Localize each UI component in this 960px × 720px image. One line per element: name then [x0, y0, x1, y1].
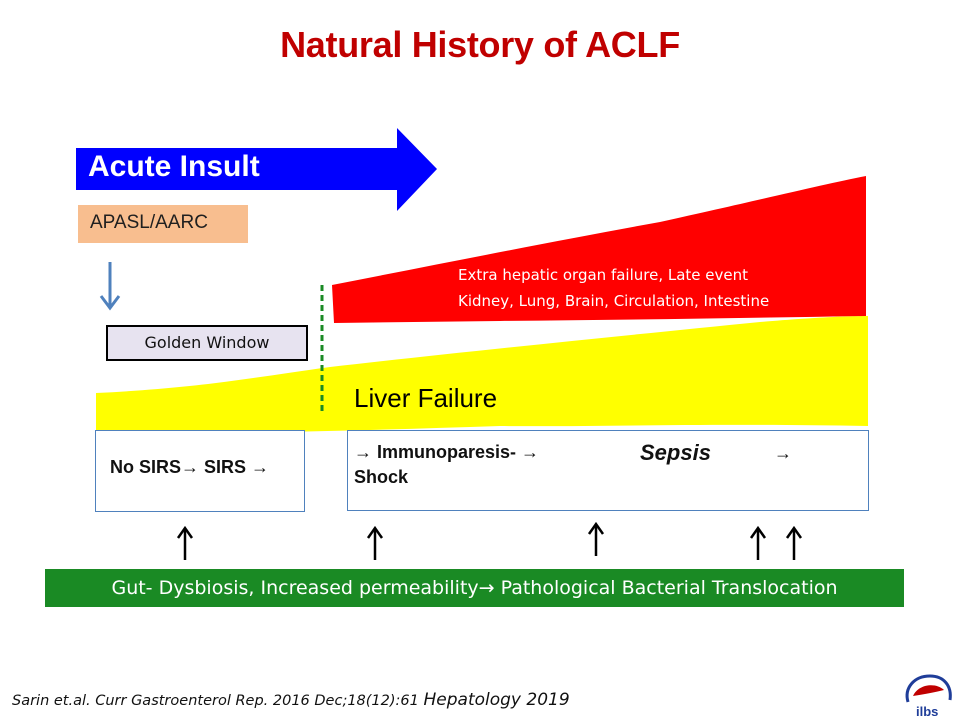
- shock-text: Shock: [354, 467, 409, 487]
- citation-journal: Hepatology 2019: [423, 690, 570, 710]
- organ-failure-band: [332, 176, 866, 323]
- slide-title: Natural History of ACLF: [280, 24, 680, 65]
- sirs-box: No SIRS→ SIRS →: [95, 430, 305, 512]
- down-arrow-icon: [99, 262, 121, 311]
- up-arrow-icon: [366, 525, 384, 560]
- citation-ref: Sarin et.al. Curr Gastroenterol Rep. 201…: [12, 693, 419, 709]
- sepsis-arrow: →: [774, 443, 792, 463]
- citation: Sarin et.al. Curr Gastroenterol Rep. 201…: [12, 690, 570, 710]
- up-arrow-icon: [176, 525, 194, 560]
- liver-failure-label: Liver Failure: [354, 383, 497, 413]
- gut-translocation-bar: Gut- Dysbiosis, Increased permeability→ …: [45, 569, 904, 607]
- sirs-text: No SIRS→ SIRS →: [110, 457, 270, 477]
- immunoparesis-text: → Immunoparesis- →: [354, 442, 540, 462]
- liver-failure-band: [96, 316, 868, 434]
- up-arrow-icon: [785, 525, 803, 560]
- sepsis-text: Sepsis: [640, 440, 711, 465]
- golden-window-box: Golden Window: [106, 325, 308, 361]
- apasl-aarc-label: APASL/AARC: [78, 205, 248, 243]
- acute-insult-label: Acute Insult: [88, 150, 260, 183]
- extra-hepatic-line2: Kidney, Lung, Brain, Circulation, Intest…: [458, 292, 769, 310]
- extra-hepatic-line1: Extra hepatic organ failure, Late event: [458, 266, 748, 284]
- acute-insult-arrow: [76, 128, 437, 211]
- up-arrow-icon: [749, 525, 767, 560]
- up-arrow-icon: [587, 521, 605, 556]
- immunoparesis-box: → Immunoparesis- → Shock Sepsis →: [347, 430, 869, 511]
- ilbs-logo: ilbs: [905, 674, 952, 719]
- logo-text: ilbs: [916, 704, 938, 719]
